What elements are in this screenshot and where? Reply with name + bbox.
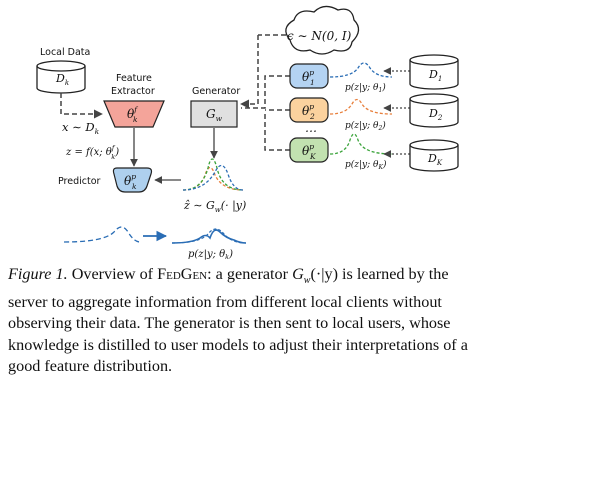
z-hat-label: ẑ ∼ Gw(· |y) (183, 199, 246, 214)
local-data-label: Local Data (40, 47, 90, 58)
local-data-symbol: Dk (55, 72, 69, 87)
local-data-cylinder (36, 60, 86, 94)
client-2-data-symbol: D2 (428, 107, 443, 122)
user-original-distribution (63, 226, 141, 243)
feature-extractor-label-2: Extractor (111, 86, 155, 97)
clients-ellipsis: … (305, 121, 317, 135)
generated-mixture-curves (182, 166, 244, 191)
figure-label: Figure 1. (8, 265, 68, 283)
client-1-distribution (329, 62, 393, 78)
client-1-data-cylinder (409, 54, 459, 90)
client-2-distribution (329, 98, 393, 115)
client-k-distribution (329, 133, 393, 155)
noise-label: ϵ ∼ N(0, I) (287, 29, 352, 43)
client-2-data-cylinder (409, 93, 459, 128)
method-name: FedGen (157, 265, 208, 283)
client-1-dist-label: p(z|y; θ1) (345, 82, 386, 94)
caption-text-1: Overview of (67, 265, 158, 283)
caption-text-3: is learned by the server to aggregate in… (8, 265, 468, 376)
feature-extractor-trapezoid (103, 100, 165, 128)
feature-extractor-label-1: Feature (116, 73, 152, 84)
noise-cloud (285, 5, 360, 55)
user-distribution-label: p(z|y; θk) (188, 249, 233, 261)
client-2-model (289, 97, 329, 123)
client-2-dist-label: p(z|y; θ2) (345, 120, 386, 132)
predictor-label: Predictor (58, 176, 101, 187)
client-1-data-symbol: D1 (428, 68, 442, 83)
caption-text-2: : a generator (207, 265, 293, 283)
generator-box (190, 100, 238, 128)
client-k-data-cylinder (409, 139, 459, 172)
client-k-model (289, 137, 329, 163)
client-k-dist-label: p(z|y; θK) (345, 159, 387, 171)
figure-caption: Figure 1. Overview of FedGen: a generato… (8, 264, 478, 378)
generator-symbol: Gw (206, 107, 223, 123)
x-sample-label: x ∼ Dk (62, 120, 100, 136)
generator-label: Generator (192, 86, 240, 97)
predictor-box (112, 167, 153, 193)
client-k-data-symbol: DK (427, 152, 443, 167)
client-1-model (289, 63, 329, 89)
generator-math: Gw(·|y) (292, 265, 338, 287)
user-adjusted-distribution (171, 229, 247, 244)
